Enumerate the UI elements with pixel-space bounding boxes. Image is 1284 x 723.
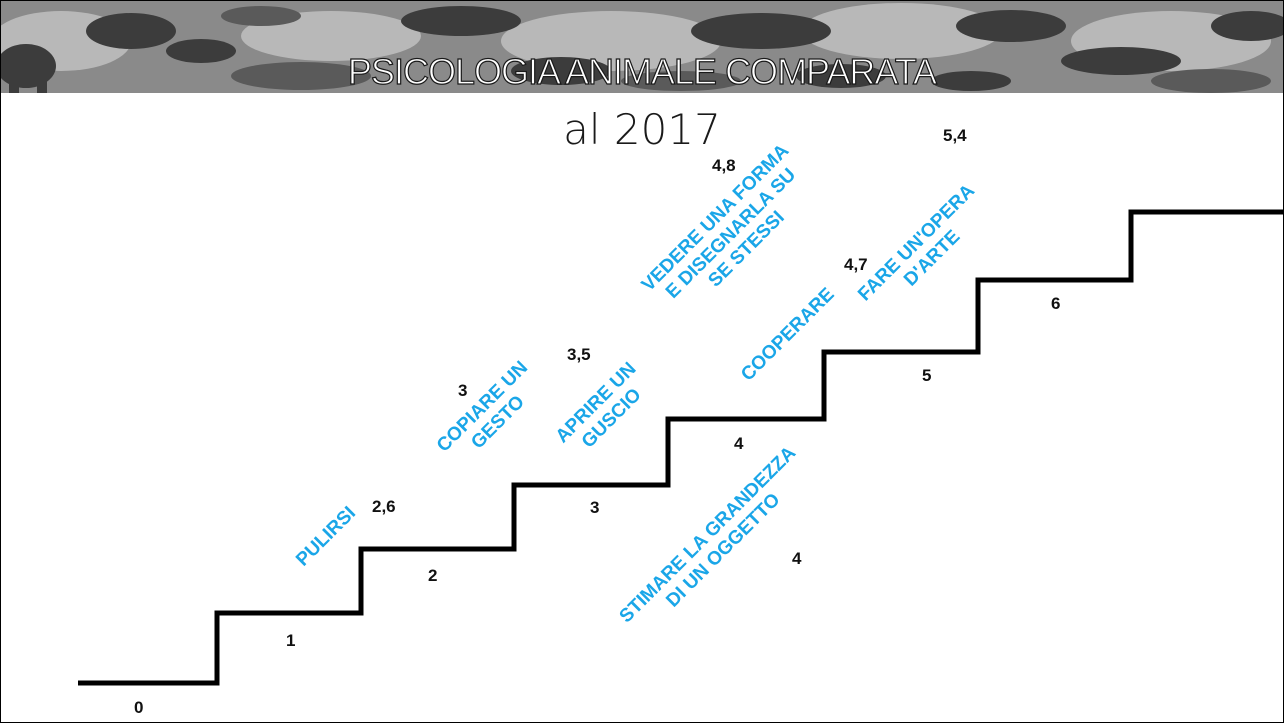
step-label-5: 5 [922,366,932,385]
page-subtitle: al 2017 [563,105,721,154]
step-label-2: 2 [428,566,438,585]
step-label-1: 1 [286,631,296,650]
skill-score-arte: 5,4 [943,126,967,145]
staircase-line [78,209,1283,686]
header-banner: PSICOLOGIA ANIMALE COMPARATA [1,1,1283,93]
step-label-6: 6 [1051,294,1061,313]
step-label-0: 0 [134,698,144,717]
step-label-3: 3 [590,498,600,517]
skill-score-aprire: 3,5 [567,345,591,364]
skill-score-copiare: 3 [458,381,468,400]
skill-score-pulirsi: 2,6 [372,497,396,516]
skill-score-stimare: 4 [792,549,802,568]
skill-score-cooperare: 4,7 [844,255,868,274]
page-title: PSICOLOGIA ANIMALE COMPARATA [347,50,937,92]
step-label-4: 4 [734,434,744,453]
skill-score-vedere: 4,8 [712,156,736,175]
animal-collage-image [1,1,1283,93]
